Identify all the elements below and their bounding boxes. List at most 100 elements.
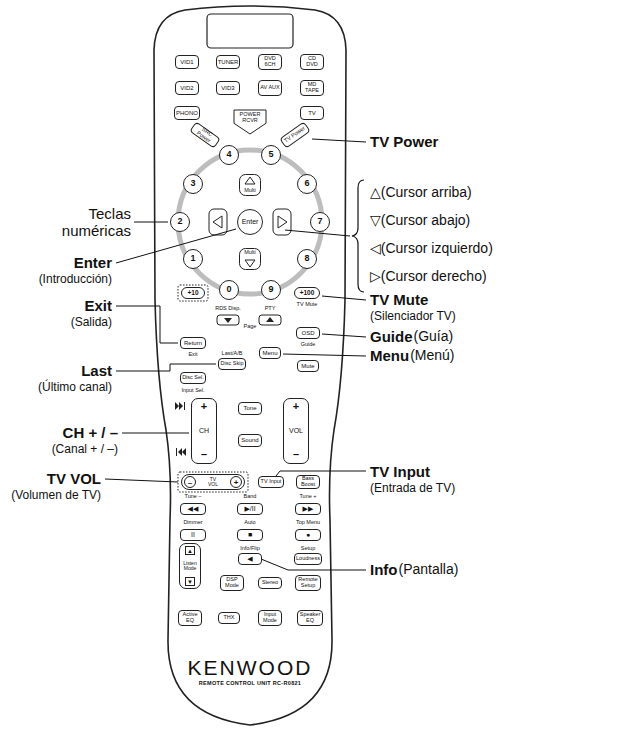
key-label: DSP Mode [222,577,242,589]
key-label: 9 [268,285,273,294]
key-label: Speaker EQ [299,612,321,624]
round-key: 8 [297,249,317,269]
callout-label: △(Cursor arriba) [370,185,472,200]
callout-label: ▽(Cursor abajo) [370,213,470,228]
key-caption: RDS Disp. [215,305,241,311]
remote-key: +10 [181,287,205,299]
cursor-left-arrow [213,216,222,228]
remote-key: Sound [238,434,262,447]
key-label: Multi [244,188,256,194]
key-label: + [293,401,299,413]
dotted-group [178,285,208,301]
skip-next-icon [175,402,179,410]
key-label: Enter [242,218,259,225]
leader-line [116,229,236,263]
leader-line [312,139,366,142]
key-label: Tone [243,405,256,411]
leader-line [116,364,216,371]
key-caption: PTY [265,305,276,311]
key-label: Listen Mode [180,561,200,572]
key-label: ◀◀ [188,505,199,512]
rocker-key: +CH– [191,398,217,464]
remote-body: KENWOODREMOTE CONTROL UNIT RC-R0821VID1T… [150,4,350,728]
key-label: PHONO [176,110,198,116]
number-ring [178,150,322,294]
callout-label: TV Power [370,134,438,151]
callout-label: (Volumen de TV) [11,489,101,502]
key-caption: Info/Flip [240,545,260,551]
key-caption: Band [244,493,257,499]
remote-key: AV AUX [258,80,282,96]
key-caption: Top Menu [296,519,320,525]
remote-key: ▶/II [237,503,263,515]
callout-label: (Silenciador TV) [370,310,456,323]
key-caption: Page [244,323,257,329]
leader-line [122,433,189,434]
key-label: +10 [187,290,198,297]
key-label: ▼ [185,577,195,586]
callout-label: Menu [370,348,409,365]
round-key: 6 [297,174,317,194]
callout-label: Exit [84,298,112,315]
cursor-right-key [273,209,291,235]
round-key: 4 [219,145,239,165]
brand-logo: KENWOOD [188,657,313,679]
key-label: 0 [226,285,231,294]
round-key: 9 [261,280,281,300]
remote-key: Menu [259,347,281,359]
key-label: 1 [190,254,195,263]
remote-outline [154,6,346,725]
callout-label: TV VOL [47,471,101,488]
remote-key: POWER RCVR [233,109,267,135]
remote-key: Loudness [294,553,322,565]
callout-label: (Guía) [414,329,454,344]
key-label: VID1 [180,59,193,65]
key-label: ■ [248,531,252,538]
callout-label: ▷(Cursor derecho) [370,269,487,284]
remote-key: TV Input [258,476,284,488]
remote-key: ● [295,529,321,541]
remote-key: ▶▶ [295,503,321,515]
round-key: 3 [183,174,203,194]
callout-label: Teclas numéricas [39,206,131,239]
round-key: Enter [237,209,263,235]
cursor-left-key [209,209,227,235]
remote-key: VID2 [175,81,199,95]
remote-key: Stereo [258,577,282,589]
display-window [207,14,293,48]
key-label: Multi [244,250,256,256]
remote-key: II [180,529,206,541]
remote-key: ■ [237,529,263,541]
key-label: + [230,476,242,488]
key-label: 6 [304,179,309,188]
key-label: – [184,476,196,488]
remote-key: PHONO [174,106,200,120]
leader-line [116,306,178,343]
skip-prev-icon [176,448,177,456]
key-label: Return [184,340,202,346]
key-caption: Dimmer [183,519,202,525]
leader-line [283,354,366,356]
remote-key: Return [180,337,206,349]
key-caption: Input Sel. [181,387,204,393]
remote-key: Multi [239,248,261,270]
key-label: 5 [268,150,273,159]
leader-line [134,222,168,223]
round-key: 2 [170,212,190,232]
remote-key: Remote Setup [295,575,321,591]
skip-prev-icon [178,448,182,456]
key-outline [234,110,266,134]
cursor-arrow [245,177,255,184]
key-label: ▶/II [244,505,255,512]
key-caption: Tune – [185,493,202,499]
dotted-group [178,472,248,492]
key-label: THX [224,615,235,621]
remote-key: Disc Skip [218,358,246,370]
key-label: CH [199,427,209,434]
key-label: 2 [177,217,182,226]
remote-key: TUNER [216,55,240,69]
remote-key: VID3 [216,81,240,95]
callout-label: (Canal + / –) [52,443,118,456]
key-label: Sound [241,437,258,443]
